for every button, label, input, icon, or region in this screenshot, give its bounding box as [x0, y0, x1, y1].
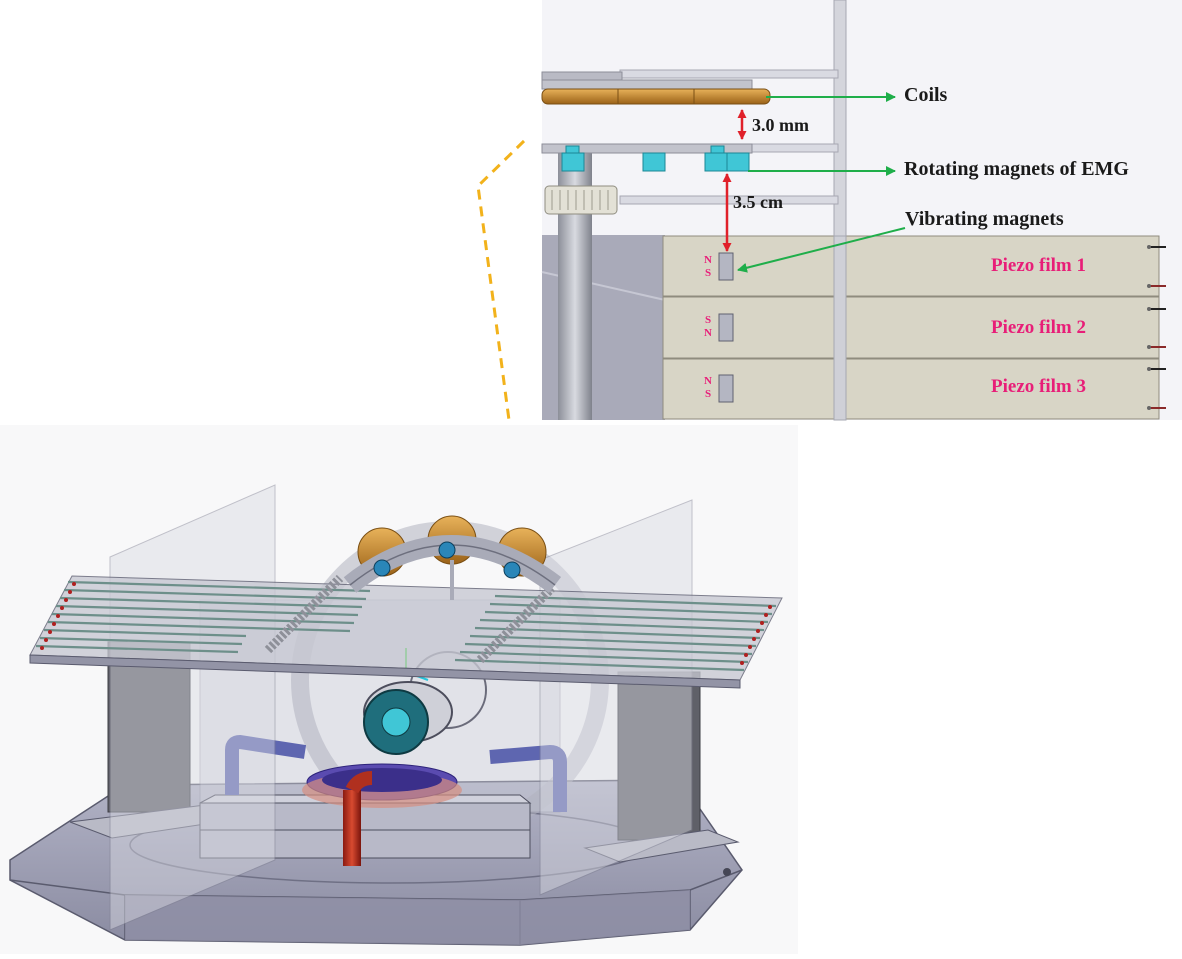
left-spring [264, 574, 344, 654]
piezo-strips-left [35, 580, 371, 654]
device-3d-view [0, 425, 798, 954]
left-glass-plate [109, 484, 276, 931]
pole-label: N [704, 327, 712, 339]
left-pipe [225, 734, 307, 795]
piezo-film-3-label: Piezo film 3 [991, 376, 1086, 397]
vibrating-magnets-label: Vibrating magnets [905, 208, 1064, 230]
pole-label: N [704, 375, 712, 387]
pole-label: S [704, 267, 712, 279]
pole-label: N [704, 254, 712, 266]
vibrating-magnets-pointer-arrow [737, 227, 906, 273]
rotor-arc [343, 515, 562, 600]
coil-row [541, 88, 771, 105]
coils-label: Coils [904, 84, 948, 106]
piezo-stack [662, 235, 1166, 421]
piezo-film-2-label: Piezo film 2 [991, 317, 1086, 338]
magnet-gap-label: 3.5 cm [733, 192, 783, 212]
piezo-film-1-label: Piezo film 1 [991, 255, 1086, 276]
rotating-magnet-row [561, 145, 750, 172]
pole-label: S [704, 314, 712, 326]
detail-inset [541, 0, 1182, 421]
coil-gap-label: 3.0 mm [752, 115, 809, 135]
right-spring [476, 584, 556, 664]
red-pillar [343, 790, 361, 866]
pole-label: S [704, 388, 712, 400]
rotating-magnets-label: Rotating magnets of EMG [904, 158, 1129, 180]
right-pipe [489, 744, 567, 812]
gear-wheel [544, 185, 618, 215]
right-glass-plate [539, 499, 693, 896]
